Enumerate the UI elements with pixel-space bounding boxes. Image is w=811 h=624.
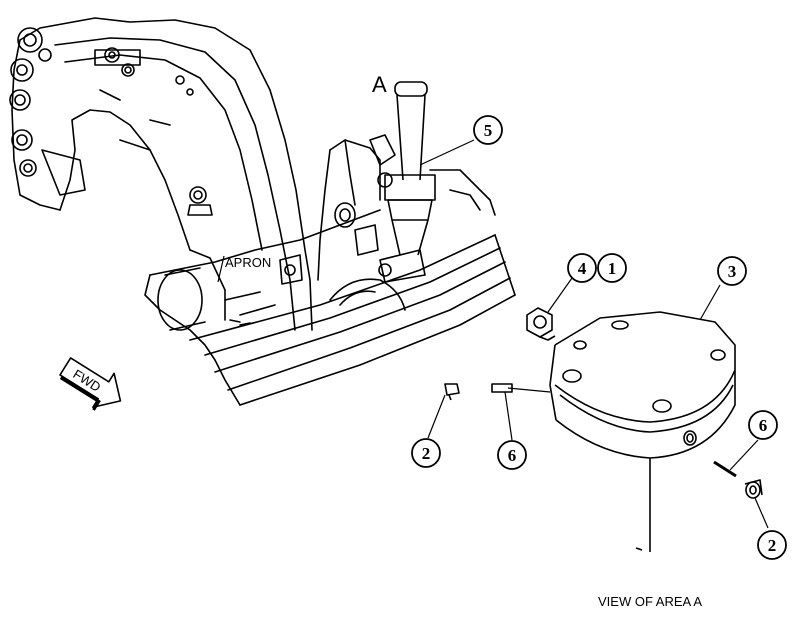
callout-4: 4 xyxy=(567,253,597,283)
svg-text:2: 2 xyxy=(422,444,431,463)
shaft-assembly xyxy=(369,81,436,283)
view-area-a-drawing xyxy=(444,307,763,552)
svg-text:3: 3 xyxy=(728,262,737,281)
svg-text:5: 5 xyxy=(484,121,493,140)
callout-6-right: 6 xyxy=(748,410,778,440)
machine-frame-drawing xyxy=(9,17,516,406)
leader-lines xyxy=(419,139,769,529)
svg-text:4: 4 xyxy=(578,259,587,278)
apron-label: APRON xyxy=(225,255,271,270)
svg-text:2: 2 xyxy=(768,536,777,555)
callout-2-right: 2 xyxy=(757,530,787,560)
callout-5: 5 xyxy=(473,115,503,145)
callout-3: 3 xyxy=(717,256,747,286)
svg-text:1: 1 xyxy=(608,259,617,278)
callout-2-left: 2 xyxy=(411,438,441,468)
svg-text:6: 6 xyxy=(508,446,517,465)
callout-1: 1 xyxy=(597,253,627,283)
svg-text:6: 6 xyxy=(759,416,768,435)
view-a-letter: A xyxy=(372,72,387,97)
callout-6-left: 6 xyxy=(497,440,527,470)
fwd-arrow-icon: FWD xyxy=(59,357,122,411)
view-caption: VIEW OF AREA A xyxy=(598,594,702,609)
